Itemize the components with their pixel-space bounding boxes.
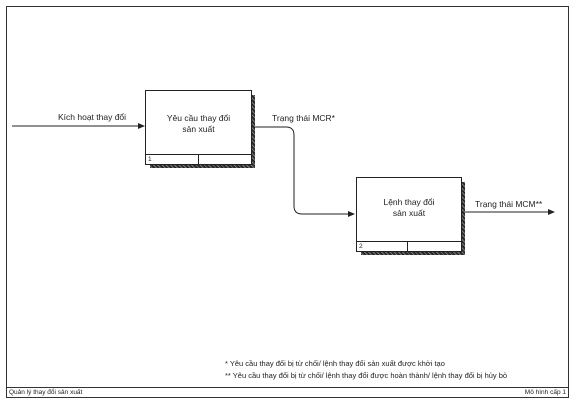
box-1-title-line2: sản xuất <box>182 124 215 134</box>
box-2-title-line2: sản xuất <box>392 208 426 218</box>
box-1-number: 1 <box>148 156 152 163</box>
box-1-divider <box>198 155 199 164</box>
box-2-title-line1: Lệnh thay đổi <box>383 197 435 207</box>
mcr-arrow <box>252 126 355 217</box>
mcr-arrow-label: Trạng thái MCR* <box>272 113 335 123</box>
footer-title: Quản lý thay đổi sản xuất <box>9 389 83 396</box>
footer-divider <box>6 387 569 388</box>
box-2-divider <box>407 242 408 251</box>
footnote-1: * Yêu cầu thay đổi bị từ chối/ lệnh thay… <box>225 359 445 368</box>
box-1-footer: 1 <box>146 154 251 164</box>
input-arrow-label: Kích hoạt thay đổi <box>58 112 127 122</box>
box-2-number: 2 <box>359 243 363 250</box>
box-2-footer: 2 <box>357 241 461 251</box>
footer-level: Mô hình cấp 1 <box>524 389 566 396</box>
footnote-2: ** Yêu cầu thay đổi bị từ chối/ lệnh tha… <box>225 371 508 380</box>
box-1-title-line1: Yêu cầu thay đổi <box>166 113 231 123</box>
process-box-1: Yêu cầu thay đổi sản xuất 1 <box>145 90 252 165</box>
diagram-frame <box>6 6 569 398</box>
output-arrow-label: Trạng thái MCM** <box>475 199 543 209</box>
process-box-2: Lệnh thay đổi sản xuất 2 <box>356 177 462 252</box>
